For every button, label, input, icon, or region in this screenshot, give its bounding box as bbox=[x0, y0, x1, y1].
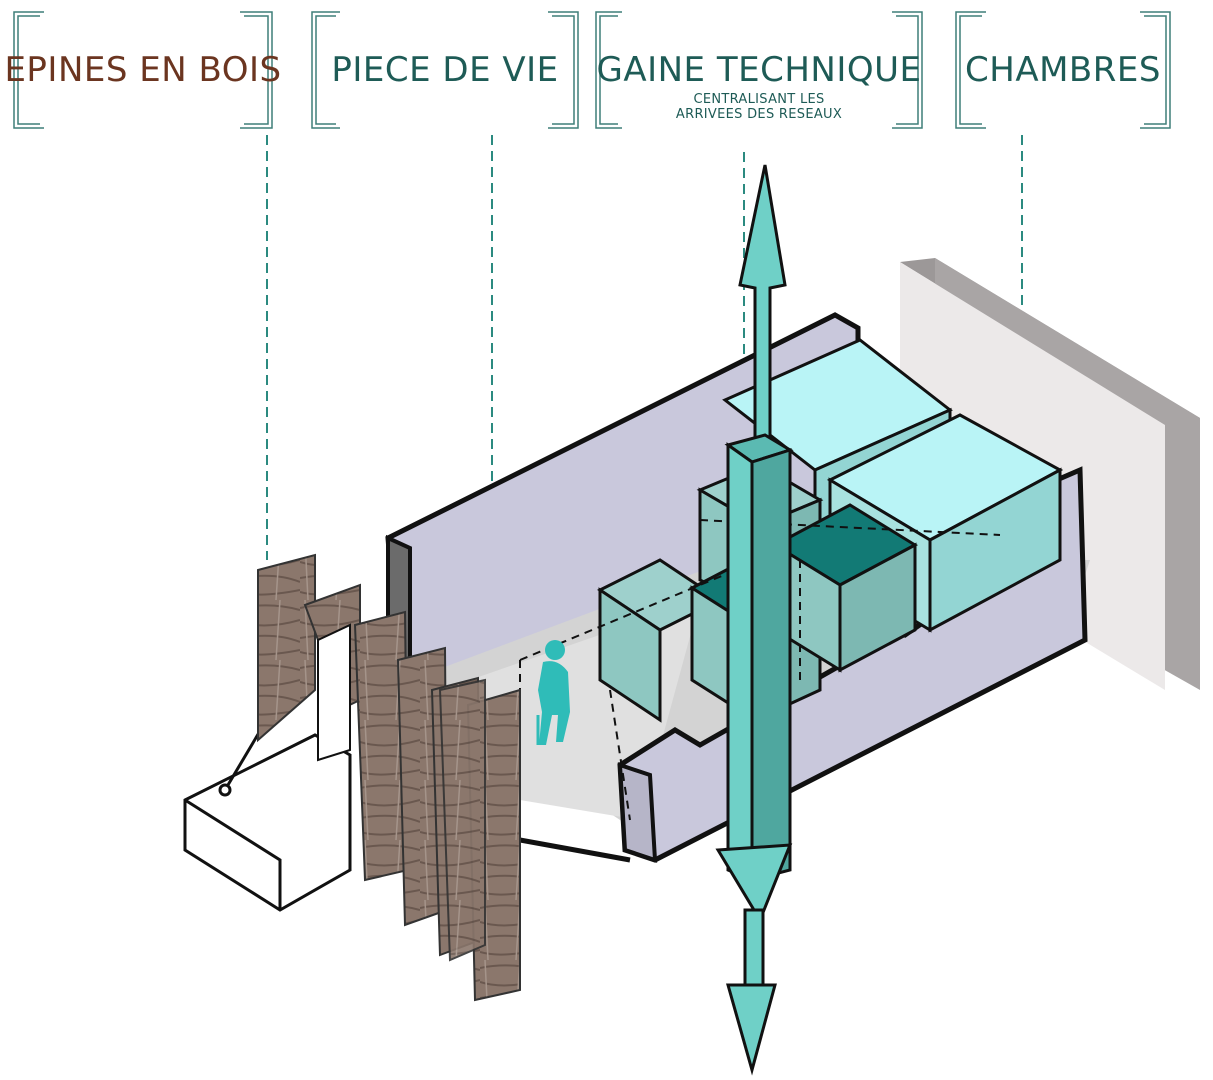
bracket-gaine-right bbox=[892, 11, 923, 129]
label-gaine-subtitle-2: ARRIVEES DES RESEAUX bbox=[675, 106, 843, 122]
label-chambres-title: CHAMBRES bbox=[965, 50, 1161, 90]
label-brackets bbox=[13, 11, 1171, 129]
bracket-chambres-right bbox=[1140, 11, 1171, 129]
label-gaine-technique: GAINE TECHNIQUE CENTRALISANT LES ARRIVEE… bbox=[596, 10, 922, 132]
bracket-epines-right bbox=[240, 11, 273, 129]
person-silhouette bbox=[536, 640, 570, 745]
technical-shaft bbox=[715, 164, 794, 1076]
label-piece-de-vie: PIECE DE VIE bbox=[312, 10, 578, 132]
label-gaine-subtitle-1: CENTRALISANT LES bbox=[693, 92, 825, 107]
room-blocks bbox=[722, 338, 1064, 633]
bracket-gaine-left bbox=[595, 11, 622, 129]
label-epines-title: EPINES EN BOIS bbox=[4, 50, 282, 90]
label-gaine-title: GAINE TECHNIQUE bbox=[596, 50, 922, 90]
wood-spines bbox=[183, 553, 521, 1002]
bracket-epines-left bbox=[13, 11, 44, 129]
label-piece-title: PIECE DE VIE bbox=[331, 50, 559, 90]
bracket-piece-right bbox=[548, 11, 579, 129]
label-chambres: CHAMBRES bbox=[956, 10, 1170, 132]
bracket-piece-left bbox=[311, 11, 340, 129]
bracket-chambres-left bbox=[955, 11, 986, 129]
label-epines-en-bois: EPINES EN BOIS bbox=[4, 10, 281, 132]
